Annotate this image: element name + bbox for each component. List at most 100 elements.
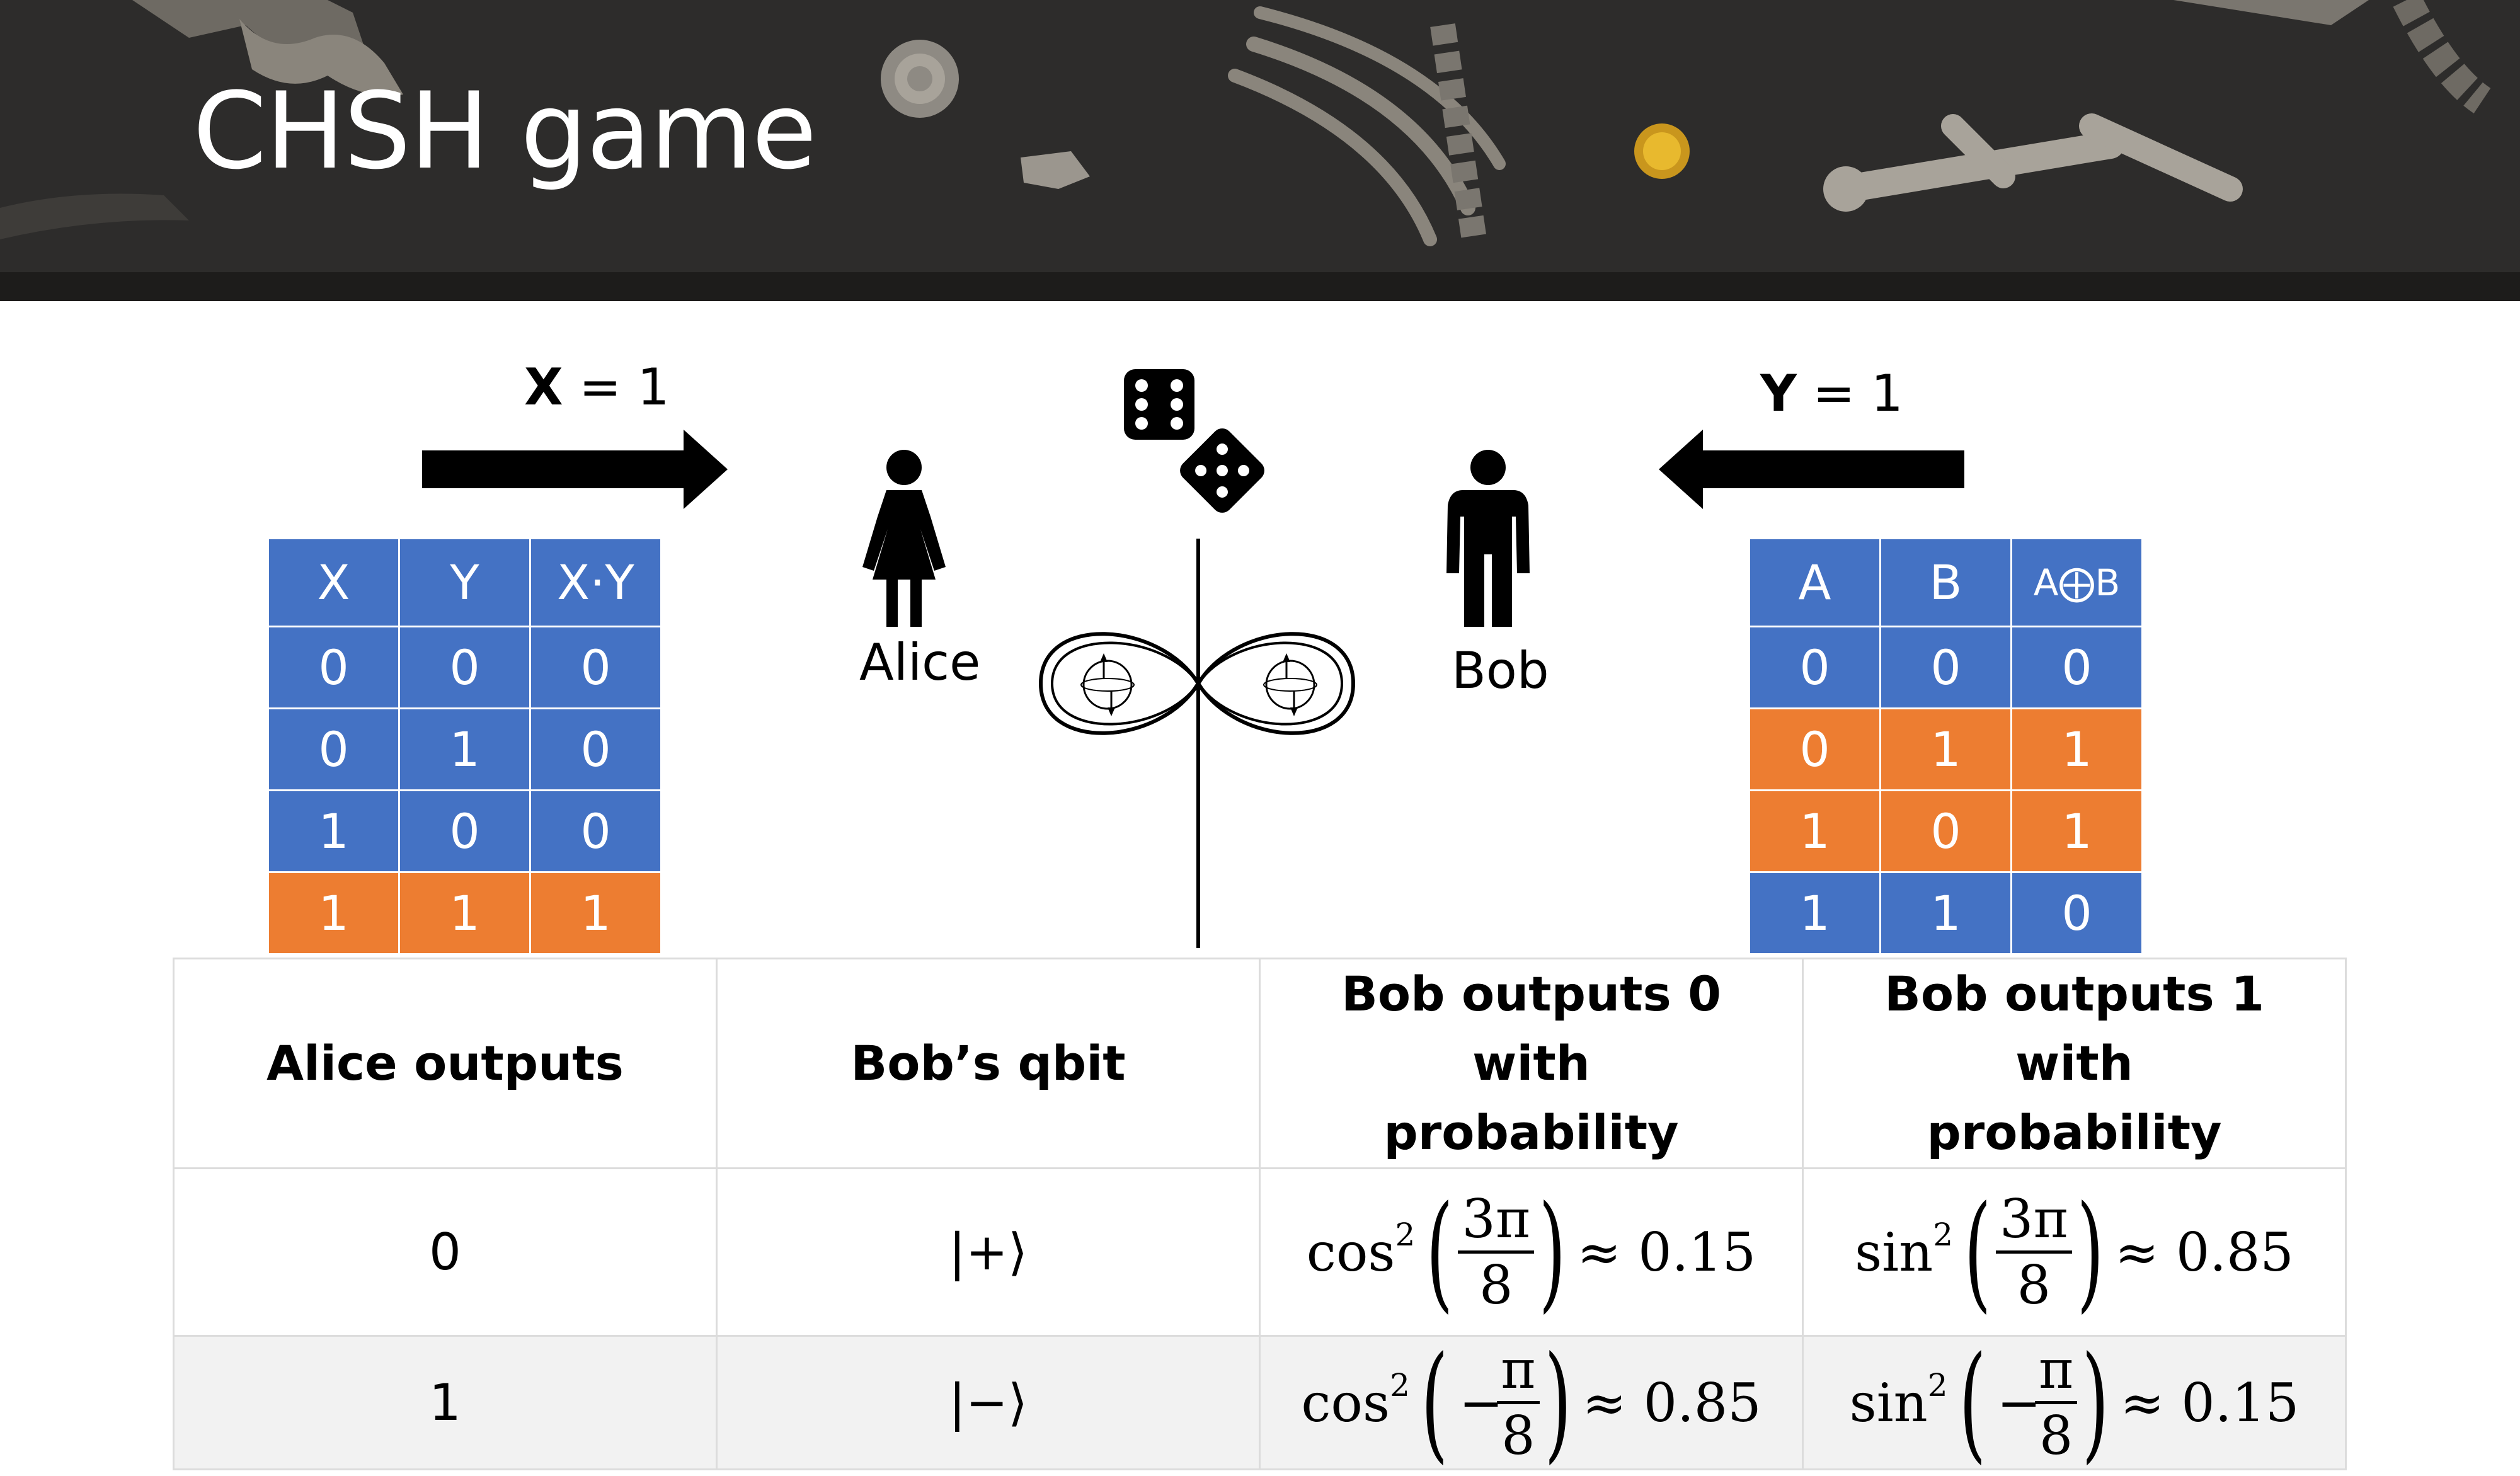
table-cell: 0 — [267, 626, 400, 709]
x-value: = 1 — [579, 358, 670, 416]
table-cell: 1 — [1879, 707, 2012, 791]
header-y: Y — [398, 537, 531, 627]
table-cell: 0 — [529, 789, 662, 873]
exponent: 2 — [1927, 1366, 1948, 1404]
numerator: 3π — [1996, 1187, 2072, 1254]
alice-person-icon — [862, 450, 946, 627]
table-cell: 0 — [398, 789, 531, 873]
bob-label: Bob — [1452, 641, 1549, 700]
table-cell: 0 — [2010, 871, 2143, 955]
bob-qbit-cell: |−⟩ — [716, 1335, 1261, 1470]
table-cell: 0 — [529, 707, 662, 791]
qubit-sphere-left — [1080, 653, 1135, 716]
denominator: 8 — [2039, 1405, 2073, 1467]
dice-icon — [1124, 369, 1264, 513]
table-row: 1 0 0 — [267, 789, 662, 873]
left-paren: ( — [1959, 1329, 1986, 1476]
header-bob-outputs-1-text: Bob outputs 1 with probability — [1884, 966, 2265, 1160]
trig-function: cos — [1301, 1371, 1390, 1434]
results-header-row: Alice outputs Bob’s qbit Bob outputs 0 w… — [173, 958, 2347, 1169]
qubit-sphere-right — [1263, 653, 1317, 716]
table-row-highlighted: 1 0 1 — [1748, 789, 2143, 873]
header-x: X — [267, 537, 400, 627]
y-value: = 1 — [1813, 364, 1903, 423]
table-cell: 1 — [1748, 789, 1881, 873]
header-bobs-qbit: Bob’s qbit — [716, 958, 1261, 1169]
table-cell: 1 — [267, 871, 400, 955]
table-header-row: X Y X·Y — [267, 537, 662, 627]
header-bob-outputs-1: Bob outputs 1 with probability — [1802, 958, 2347, 1169]
sign: − — [1996, 1371, 2041, 1434]
table-row: 0 0 0 — [1748, 626, 2143, 709]
right-paren: ) — [2076, 1178, 2104, 1325]
right-paren: ) — [1544, 1329, 1571, 1476]
table-row: 0 0 0 — [267, 626, 662, 709]
table-cell: 1 — [267, 789, 400, 873]
right-paren: ) — [2082, 1329, 2109, 1476]
left-arrow-icon — [1659, 430, 1964, 509]
output-truth-table: A B A⨁B 0 0 0 0 1 1 1 0 1 1 1 0 — [1748, 537, 2143, 955]
table-cell: 1 — [398, 707, 531, 791]
table-header-row: A B A⨁B — [1748, 537, 2143, 627]
exponent: 2 — [1390, 1366, 1410, 1404]
table-cell: 0 — [267, 707, 400, 791]
approx-value: ≈ 0.15 — [2120, 1371, 2300, 1434]
header-b: B — [1879, 537, 2012, 627]
y-input-label: Y = 1 — [1760, 364, 1903, 423]
table-row: 1 1 0 — [1748, 871, 2143, 955]
denominator: 8 — [1501, 1405, 1535, 1467]
table-cell: 1 — [2010, 707, 2143, 791]
right-arrow-icon — [422, 430, 728, 509]
header-bob-outputs-0-text: Bob outputs 0 with probability — [1341, 966, 1722, 1160]
sign: − — [1458, 1371, 1504, 1434]
table-cell: 1 — [529, 871, 662, 955]
table-cell: 0 — [398, 626, 531, 709]
table-cell: 0 — [529, 626, 662, 709]
numerator: 3π — [1458, 1187, 1535, 1254]
results-table: Alice outputs Bob’s qbit Bob outputs 0 w… — [173, 958, 2347, 1470]
header-alice-outputs: Alice outputs — [173, 958, 718, 1169]
table-cell: 0 — [1748, 707, 1881, 791]
left-paren: ( — [1964, 1178, 1991, 1325]
x-input-label: X = 1 — [524, 358, 669, 416]
denominator: 8 — [1479, 1254, 1513, 1316]
table-row: 0 1 0 — [267, 707, 662, 791]
header-bob-outputs-0: Bob outputs 0 with probability — [1259, 958, 1804, 1169]
left-paren: ( — [1426, 1178, 1453, 1325]
table-cell: 0 — [1748, 626, 1881, 709]
table-cell: 1 — [398, 871, 531, 955]
alice-label: Alice — [859, 633, 981, 692]
exponent: 2 — [1933, 1216, 1954, 1253]
table-cell: 1 — [1879, 871, 2012, 955]
header-a-xor-b: A⨁B — [2010, 537, 2143, 627]
table-cell: 0 — [1879, 789, 2012, 873]
approx-value: ≈ 0.15 — [1577, 1221, 1756, 1283]
approx-value: ≈ 0.85 — [1582, 1371, 1761, 1434]
left-paren: ( — [1421, 1329, 1448, 1476]
denominator: 8 — [2017, 1254, 2051, 1316]
entangled-qubits-icon — [1038, 539, 1356, 948]
bob-person-icon — [1446, 450, 1530, 627]
alice-output-cell: 1 — [173, 1335, 718, 1470]
header-a: A — [1748, 537, 1881, 627]
numerator: π — [1497, 1338, 1540, 1404]
header-banner: CHSH game — [0, 0, 2520, 301]
alice-output-cell: 0 — [173, 1167, 718, 1337]
input-truth-table: X Y X·Y 0 0 0 0 1 0 1 0 0 1 1 1 — [267, 537, 662, 955]
page-title: CHSH game — [193, 69, 817, 193]
bob-qbit-cell: |+⟩ — [716, 1167, 1261, 1337]
exponent: 2 — [1395, 1216, 1416, 1253]
numerator: π — [2034, 1338, 2078, 1404]
